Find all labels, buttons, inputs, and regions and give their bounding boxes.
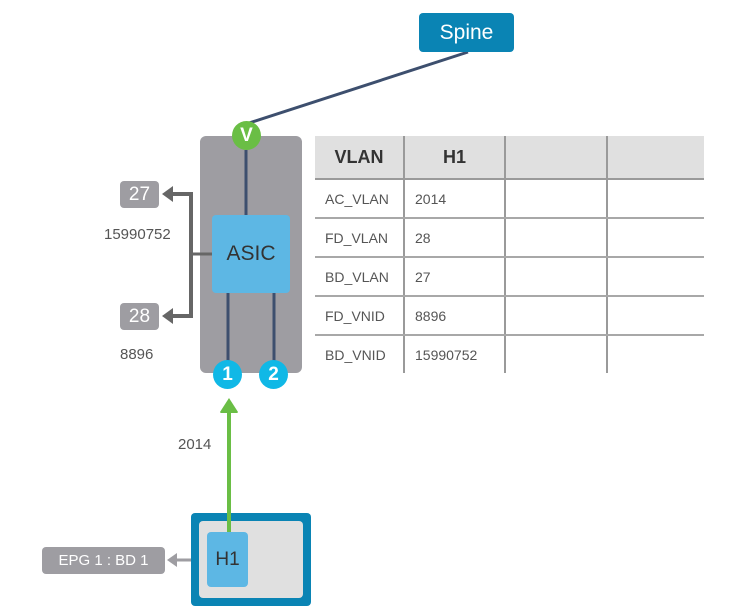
uplink-vxlan-badge[interactable]: V	[232, 121, 261, 150]
table-cell: 28	[403, 218, 505, 258]
table-cell: BD_VLAN	[315, 257, 404, 297]
bd-vnid-label: 15990752	[104, 226, 171, 243]
epg-bd-label: EPG 1 : BD 1	[58, 552, 149, 569]
column-header	[504, 136, 607, 180]
spine-uplink-line	[245, 50, 469, 126]
port-1-badge[interactable]: 1	[213, 360, 242, 389]
table-cell: BD_VNID	[325, 346, 386, 363]
port-2-label: 2	[268, 363, 279, 385]
arrow-to-27-icon	[162, 186, 173, 202]
table-cell	[504, 335, 607, 373]
fd-vnid-label: 8896	[120, 346, 154, 363]
table-cell	[504, 296, 607, 336]
table-cell	[606, 218, 704, 258]
bd-vlan-value: 27	[128, 183, 151, 205]
arrow-to-epg-icon	[167, 553, 177, 567]
bd-vlan-tag: 27	[120, 181, 159, 208]
port-1-label: 1	[222, 363, 233, 385]
table-cell: FD_VNID	[315, 296, 404, 336]
table-cell	[504, 257, 607, 297]
table-cell	[504, 218, 607, 258]
table-cell: AC_VLAN	[315, 179, 404, 219]
spine-label: Spine	[439, 20, 494, 44]
table-row: FD_VNID 8896	[315, 296, 704, 336]
column-header	[606, 136, 704, 180]
host-h1[interactable]: H1	[207, 532, 248, 587]
arrow-up-icon	[220, 400, 238, 413]
fd-vlan-value: 28	[128, 305, 151, 327]
table-cell: 15990752	[403, 335, 505, 373]
uplink-badge-label: V	[240, 124, 253, 146]
table-cell: FD_VLAN	[315, 218, 404, 258]
fd-vlan-tag: 28	[120, 303, 159, 330]
asic-label: ASIC	[226, 242, 276, 265]
table-cell	[606, 179, 704, 219]
port-2-badge[interactable]: 2	[259, 360, 288, 389]
vlan-bracket	[170, 192, 193, 318]
table-cell	[606, 335, 704, 373]
asic-block[interactable]: ASIC	[212, 215, 290, 293]
spine-node[interactable]: Spine	[419, 13, 514, 52]
table-cell: 2014	[403, 179, 505, 219]
table-cell	[606, 296, 704, 336]
table-cell	[606, 257, 704, 297]
table-cell	[504, 179, 607, 219]
column-header: VLAN	[315, 136, 404, 180]
arrow-to-28-icon	[162, 308, 173, 324]
vlan-table: VLAN H1 AC_VLAN 2014 FD_VLAN 28 BD_VLAN …	[315, 136, 704, 373]
table-cell: 27	[403, 257, 505, 297]
access-vlan-label: 2014	[178, 436, 212, 453]
table-row: AC_VLAN 2014	[315, 179, 704, 219]
host-label: H1	[215, 548, 240, 570]
table-row: FD_VLAN 28	[315, 218, 704, 258]
table-cell: 8896	[403, 296, 505, 336]
table-row: BD_VLAN 27	[315, 257, 704, 297]
table-header-row: VLAN H1	[315, 136, 704, 180]
table-row: BD_VNID 15990752	[315, 335, 704, 373]
epg-bd-tag: EPG 1 : BD 1	[42, 547, 165, 574]
column-header: H1	[403, 136, 505, 180]
